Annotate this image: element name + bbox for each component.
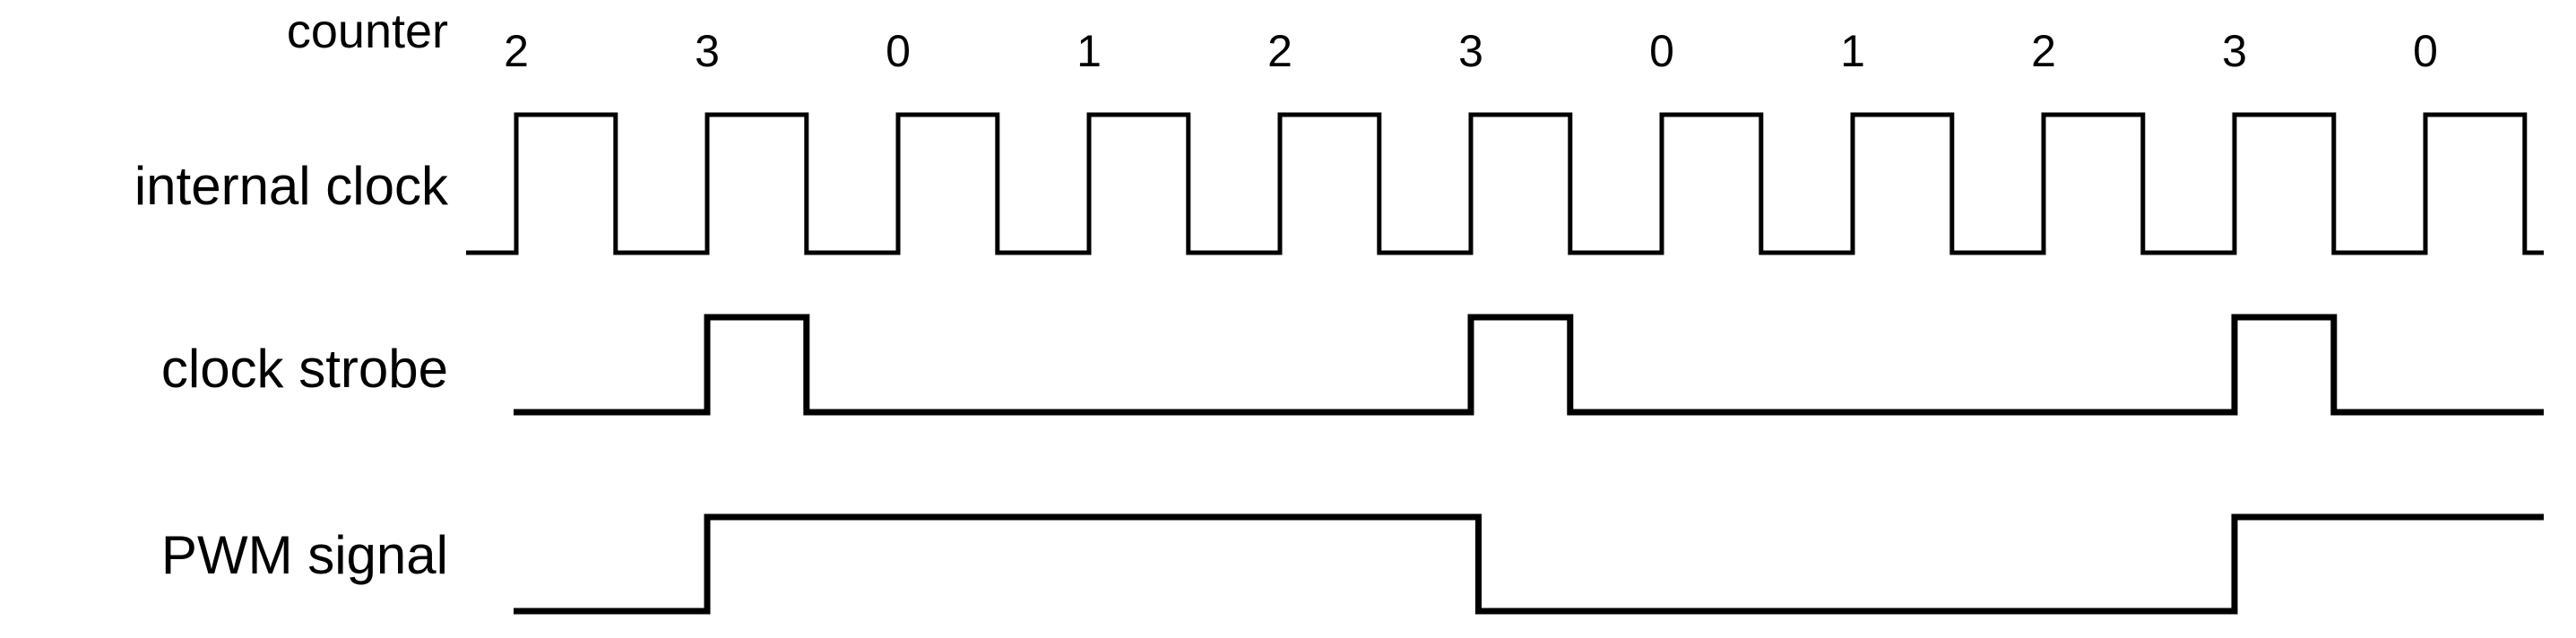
counter-value: 0 xyxy=(2413,26,2438,76)
counter-value: 2 xyxy=(1267,26,1292,76)
counter-value: 3 xyxy=(1458,26,1483,76)
counter-value: 0 xyxy=(1649,26,1674,76)
counter-value: 3 xyxy=(695,26,720,76)
counter-value: 0 xyxy=(886,26,911,76)
counter-value: 2 xyxy=(504,26,529,76)
counter-value: 2 xyxy=(2031,26,2056,76)
pwm-signal-waveform xyxy=(514,513,2544,615)
internal-clock-waveform xyxy=(466,112,2544,255)
row-label-pwm-signal: PWM signal xyxy=(160,525,448,585)
row-label-clock-strobe: clock strobe xyxy=(160,339,448,399)
row-label-counter: counter xyxy=(286,4,448,58)
counter-value: 1 xyxy=(1840,26,1865,76)
row-label-internal-clock: internal clock xyxy=(134,156,448,216)
counter-value: 3 xyxy=(2222,26,2247,76)
counter-value: 1 xyxy=(1076,26,1102,76)
clock-strobe-waveform xyxy=(514,314,2544,416)
